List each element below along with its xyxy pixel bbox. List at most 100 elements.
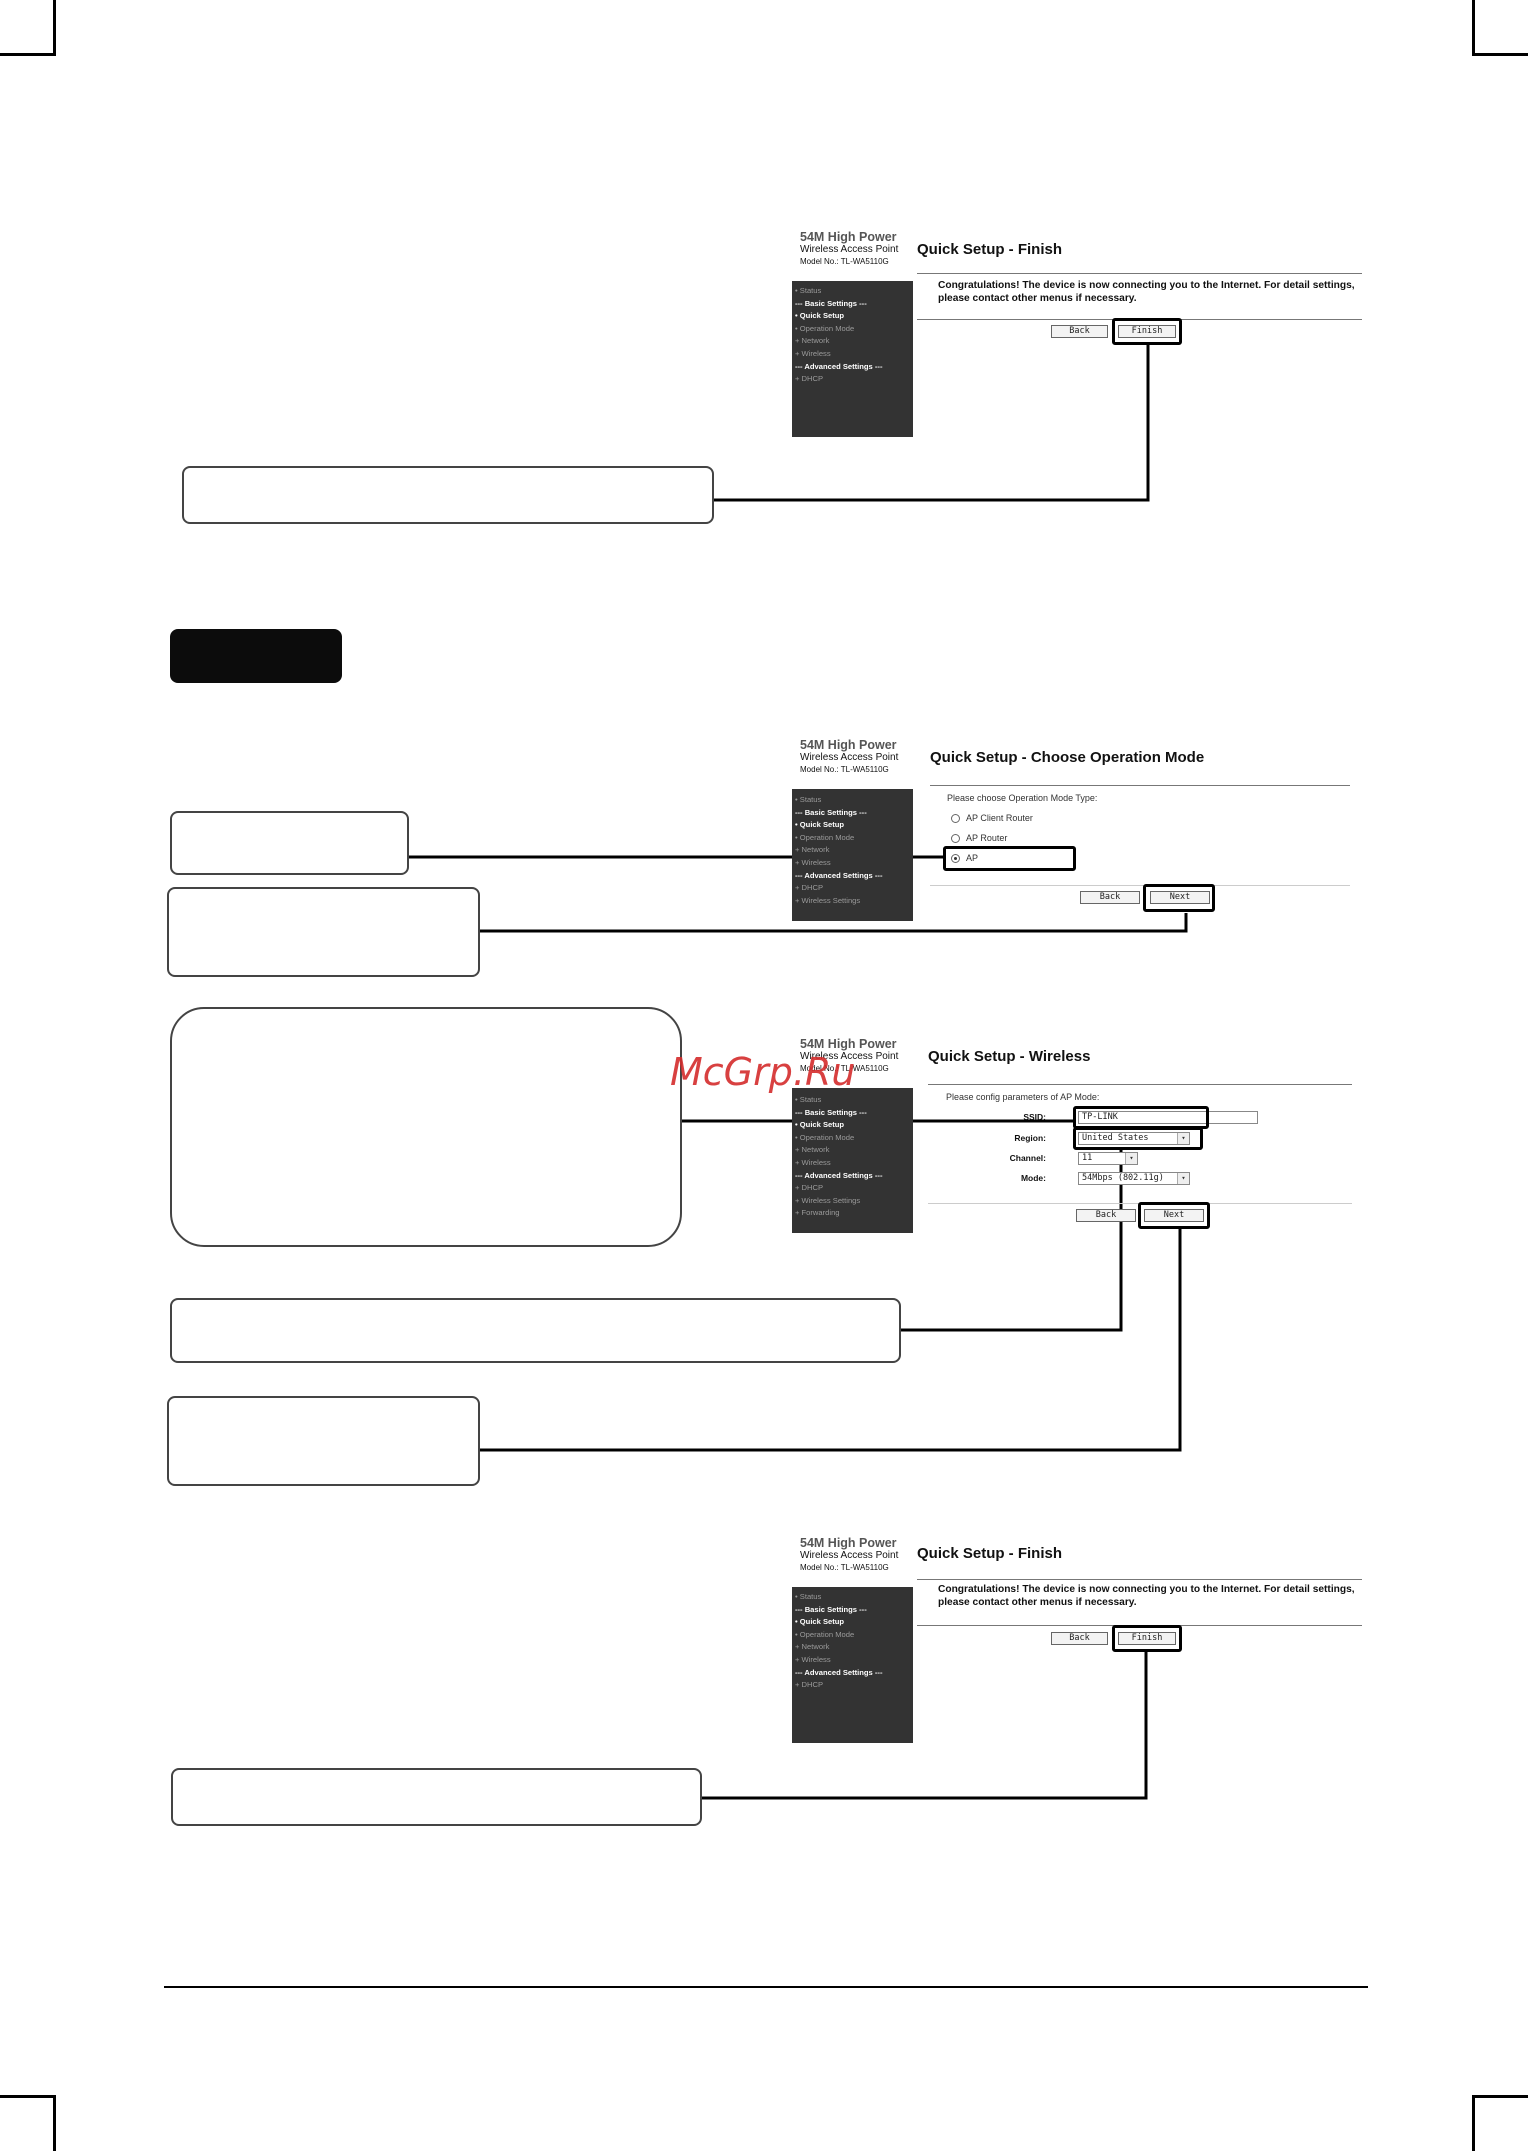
sidebar-item[interactable]: --- Advanced Settings --- [795, 870, 883, 880]
brand-model: Model No.: TL-WA5110G [800, 1563, 889, 1572]
ap-option-highlight [943, 846, 1076, 871]
region-highlight [1073, 1127, 1203, 1150]
sidebar-item[interactable]: + Wireless [795, 857, 831, 867]
sidebar-item[interactable]: • Operation Mode [795, 832, 855, 842]
channel-label: Channel: [1009, 1153, 1046, 1163]
radio-ap[interactable] [951, 854, 960, 863]
options-rule [930, 885, 1350, 886]
screenshot-operation-mode: 54M High Power Wireless Access Point Mod… [792, 737, 1362, 921]
page-title: Quick Setup - Finish [917, 1545, 1063, 1562]
sidebar-item[interactable]: + Wireless [795, 348, 831, 358]
sidebar-item[interactable]: + Network [795, 1145, 830, 1155]
brand-header: 54M High Power Wireless Access Point Mod… [800, 1038, 921, 1074]
ssid-label: SSID: [1023, 1112, 1046, 1122]
watermark-text: McGrp.Ru [670, 1050, 856, 1094]
page-title: Quick Setup - Choose Operation Mode [930, 749, 1205, 766]
back-button[interactable]: Back [1076, 1209, 1136, 1222]
sidebar-item[interactable]: + Network [795, 336, 830, 346]
radio-ap-router[interactable] [951, 834, 960, 843]
page-title: Quick Setup - Wireless [928, 1048, 1091, 1065]
brand-model: Model No.: TL-WA5110G [800, 765, 889, 774]
sidebar-item[interactable]: --- Advanced Settings --- [795, 361, 883, 371]
sidebar-item[interactable]: • Status [795, 286, 822, 295]
sidebar-item[interactable]: • Operation Mode [795, 1132, 855, 1142]
back-button[interactable]: Back [1051, 325, 1108, 338]
radio-ap-client-router[interactable] [951, 814, 960, 823]
brand-model: Model No.: TL-WA5110G [800, 1064, 889, 1073]
brand-line2: Wireless Access Point [800, 1550, 899, 1561]
finish-button[interactable]: Finish [1118, 325, 1176, 338]
mode-label: Mode: [1020, 1173, 1046, 1183]
channel-select[interactable]: 11 ▾ [1078, 1152, 1138, 1165]
mode-select[interactable]: 54Mbps (802.11g) ▾ [1078, 1172, 1190, 1185]
screenshot-finish-2: 54M High Power Wireless Access Point Mod… [792, 1533, 1362, 1743]
congratulations-message: Congratulations! The device is now conne… [938, 1584, 1355, 1608]
option-ap: AP [966, 853, 979, 863]
sidebar-item[interactable]: + DHCP [795, 1680, 824, 1690]
brand-line1: 54M High Power [800, 1536, 897, 1550]
congratulations-message: Congratulations! The device is now conne… [938, 280, 1355, 304]
brand-header: 54M High Power Wireless Access Point Mod… [800, 231, 921, 267]
sidebar-menu: • Status --- Basic Settings --- • Quick Se… [792, 1587, 913, 1743]
screenshot-finish-1: 54M High Power Wireless Access Point Mod… [792, 227, 1362, 437]
sidebar-item[interactable]: --- Basic Settings --- [795, 298, 867, 308]
sidebar-menu: • Status --- Basic Settings --- • Quick Se… [792, 281, 913, 437]
ssid-highlight [1073, 1106, 1209, 1129]
sidebar-item[interactable]: • Operation Mode [795, 323, 855, 333]
mode-value: 54Mbps (802.11g) [1082, 1173, 1164, 1183]
sidebar-item[interactable]: + Wireless [795, 1654, 831, 1664]
sidebar-item[interactable]: • Status [795, 1592, 822, 1601]
option-ap-router: AP Router [966, 833, 1008, 843]
finish-button[interactable]: Finish [1118, 1632, 1176, 1645]
sidebar-item[interactable]: • Quick Setup [795, 1617, 845, 1627]
sidebar-item[interactable]: --- Basic Settings --- [795, 1107, 867, 1117]
callout-box-ap-option [170, 811, 409, 875]
next-button[interactable]: Next [1144, 1209, 1204, 1222]
crop-mark-top-left [0, 0, 56, 56]
finish-button-highlight [1112, 318, 1182, 345]
finish-button-highlight [1112, 1625, 1182, 1652]
sidebar-item[interactable]: --- Basic Settings --- [795, 1604, 867, 1614]
callout-box-finish-2 [171, 1768, 702, 1826]
sidebar-menu: • Status --- Basic Settings --- • Quick Se… [792, 789, 913, 921]
connector-next-2 [480, 1229, 1182, 1452]
sidebar-item[interactable]: + DHCP [795, 1183, 824, 1193]
sidebar-item[interactable]: + Network [795, 1642, 830, 1652]
region-select[interactable]: United States ▾ [1078, 1132, 1190, 1145]
sidebar-item[interactable]: --- Advanced Settings --- [795, 1667, 883, 1677]
sidebar-item[interactable]: • Status [795, 1095, 822, 1104]
sidebar-item[interactable]: • Status [795, 795, 822, 804]
sidebar-item[interactable]: • Quick Setup [795, 311, 845, 321]
callout-box-next-1 [167, 887, 480, 977]
sidebar-item[interactable]: + Forwarding [795, 1208, 840, 1218]
next-button[interactable]: Next [1150, 891, 1210, 904]
sidebar-item[interactable]: + Network [795, 845, 830, 855]
sidebar-item[interactable]: --- Basic Settings --- [795, 807, 867, 817]
title-rule [917, 273, 1362, 274]
sidebar-item[interactable]: + Wireless Settings [795, 1195, 861, 1205]
sidebar-item[interactable]: --- Advanced Settings --- [795, 1170, 883, 1180]
callout-box-finish-1 [182, 466, 714, 524]
screenshot-wireless: 54M High Power Wireless Access Point Mod… [792, 1036, 1362, 1236]
region-label: Region: [1014, 1133, 1046, 1143]
sidebar-item[interactable]: • Quick Setup [795, 1120, 845, 1130]
chevron-down-icon: ▾ [1177, 1173, 1189, 1184]
back-button[interactable]: Back [1080, 891, 1140, 904]
sidebar-item[interactable]: + Wireless Settings [795, 895, 861, 905]
back-button[interactable]: Back [1051, 1632, 1108, 1645]
sidebar-item[interactable]: + Wireless [795, 1157, 831, 1167]
sidebar-item[interactable]: + DHCP [795, 374, 824, 384]
sidebar-item[interactable]: • Quick Setup [795, 820, 845, 830]
ssid-input[interactable]: TP-LINK [1078, 1111, 1258, 1124]
sidebar-item[interactable]: • Operation Mode [795, 1629, 855, 1639]
operation-mode-prompt: Please choose Operation Mode Type: [947, 793, 1098, 803]
brand-line2: Wireless Access Point [800, 1051, 899, 1062]
brand-model: Model No.: TL-WA5110G [800, 257, 889, 266]
sidebar-item[interactable]: + DHCP [795, 883, 824, 893]
connector-finish-2 [702, 1650, 1148, 1800]
crop-mark-bottom-left [0, 2095, 56, 2151]
callout-box-next-2 [167, 1396, 480, 1486]
title-rule [917, 1579, 1362, 1580]
page-title: Quick Setup - Finish [917, 241, 1063, 258]
connector-finish-1 [714, 344, 1150, 502]
